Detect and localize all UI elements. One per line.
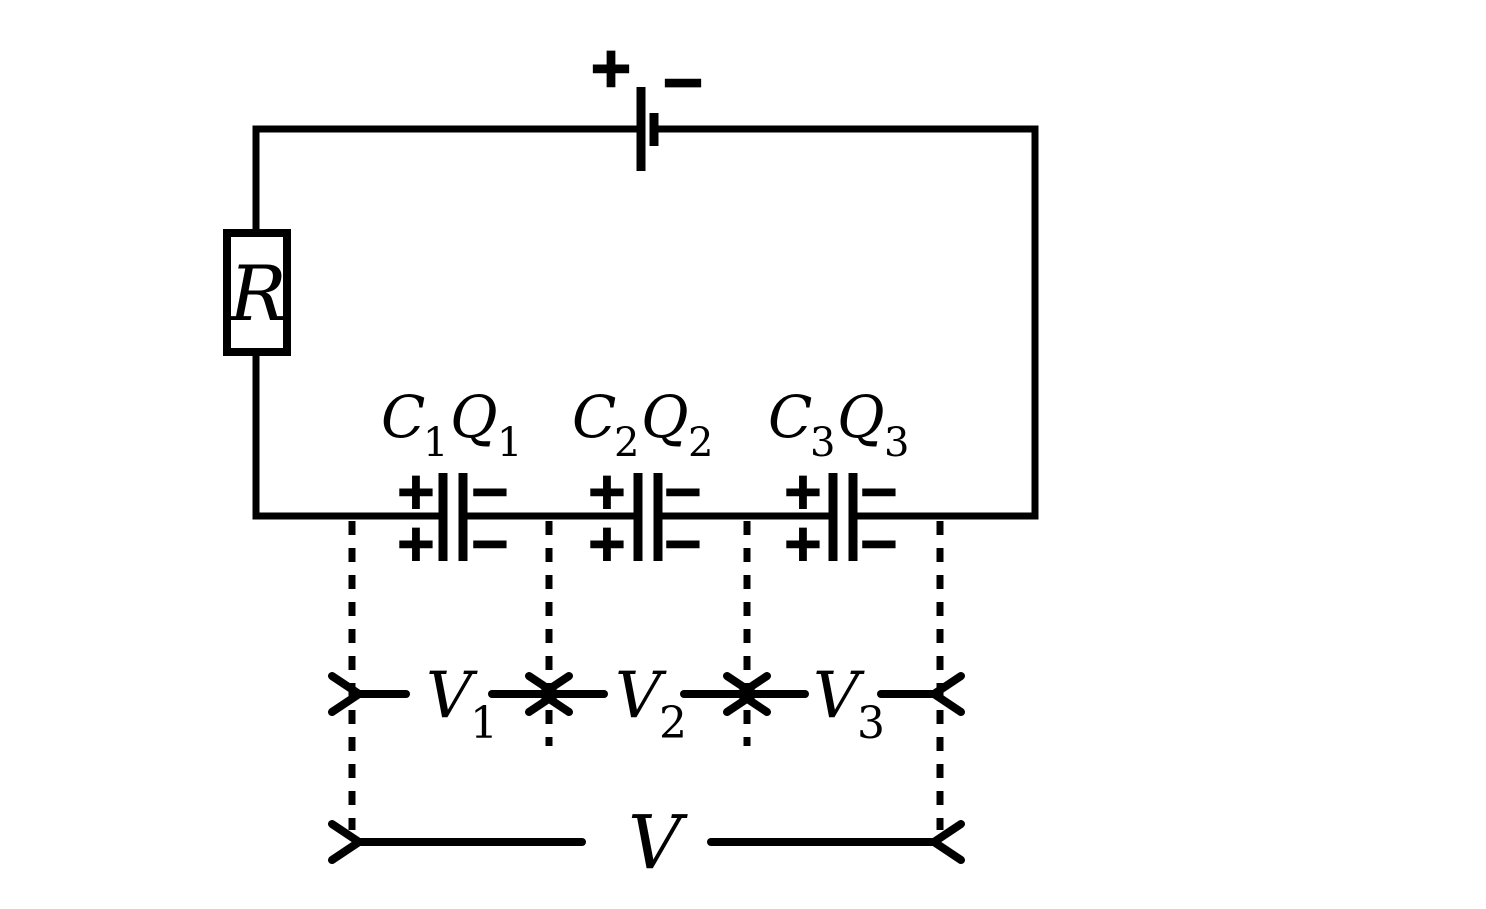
capacitor-2-label-c: C (572, 383, 616, 451)
capacitor-1-label-q: Q (450, 383, 498, 451)
capacitor-2-plus-bottom: + (586, 514, 628, 572)
v2-label-sub: 2 (659, 698, 687, 749)
capacitor-3-label-q-sub: 3 (884, 420, 909, 466)
resistor-body (223, 229, 291, 356)
capacitor-3-minus-bottom: − (858, 514, 900, 572)
capacitor-1-plus-bottom: + (395, 514, 437, 572)
capacitor-3-label-q: Q (837, 383, 885, 451)
capacitor-3-minus-top: − (858, 462, 900, 520)
battery: + − (587, 35, 707, 171)
capacitor-1-label-c: C (381, 383, 425, 451)
capacitor-3-plus-top: + (782, 462, 824, 520)
battery-plus-sign: + (588, 36, 633, 99)
capacitor-1: + + − − C 1 Q 1 (381, 383, 522, 573)
capacitor-1-plus-top: + (395, 462, 437, 520)
v2-label: V (615, 659, 667, 733)
capacitor-1-label-q-sub: 1 (497, 420, 522, 466)
capacitor-2-label-q-sub: 2 (688, 420, 713, 466)
capacitor-1-label-c-sub: 1 (423, 420, 448, 466)
wire-right (657, 125, 1039, 520)
capacitor-2-minus-top: − (662, 462, 704, 520)
capacitor-2-plus-top: + (586, 462, 628, 520)
capacitor-3-plus-bottom: + (782, 514, 824, 572)
total-voltage-arrow: V (359, 800, 934, 886)
v1-label: V (426, 659, 478, 733)
capacitor-1-minus-bottom: − (469, 514, 511, 572)
resistor-label: R (227, 249, 286, 338)
resistor: R (223, 229, 291, 356)
capacitor-2: + + − − C 2 Q 2 (572, 383, 713, 573)
wire-bottom-left (252, 346, 443, 520)
capacitor-3-label-c-sub: 3 (810, 420, 835, 466)
capacitor-2-label-c-sub: 2 (614, 420, 639, 466)
capacitor-3-label-c: C (768, 383, 812, 451)
capacitor-2-label-q: Q (641, 383, 689, 451)
v3-label: V (813, 659, 865, 733)
capacitor-2-minus-bottom: − (662, 514, 704, 572)
v1-label-sub: 1 (470, 698, 498, 749)
wire-top-left (252, 125, 639, 240)
battery-minus-sign: − (660, 50, 705, 113)
v3-label-sub: 3 (857, 698, 885, 749)
v-total-label: V (628, 800, 688, 886)
capacitor-1-minus-top: − (469, 462, 511, 520)
capacitor-3: + + − − C 3 Q 3 (768, 383, 909, 573)
voltage-arrows-row: V 1 V 2 V 3 (359, 659, 934, 749)
